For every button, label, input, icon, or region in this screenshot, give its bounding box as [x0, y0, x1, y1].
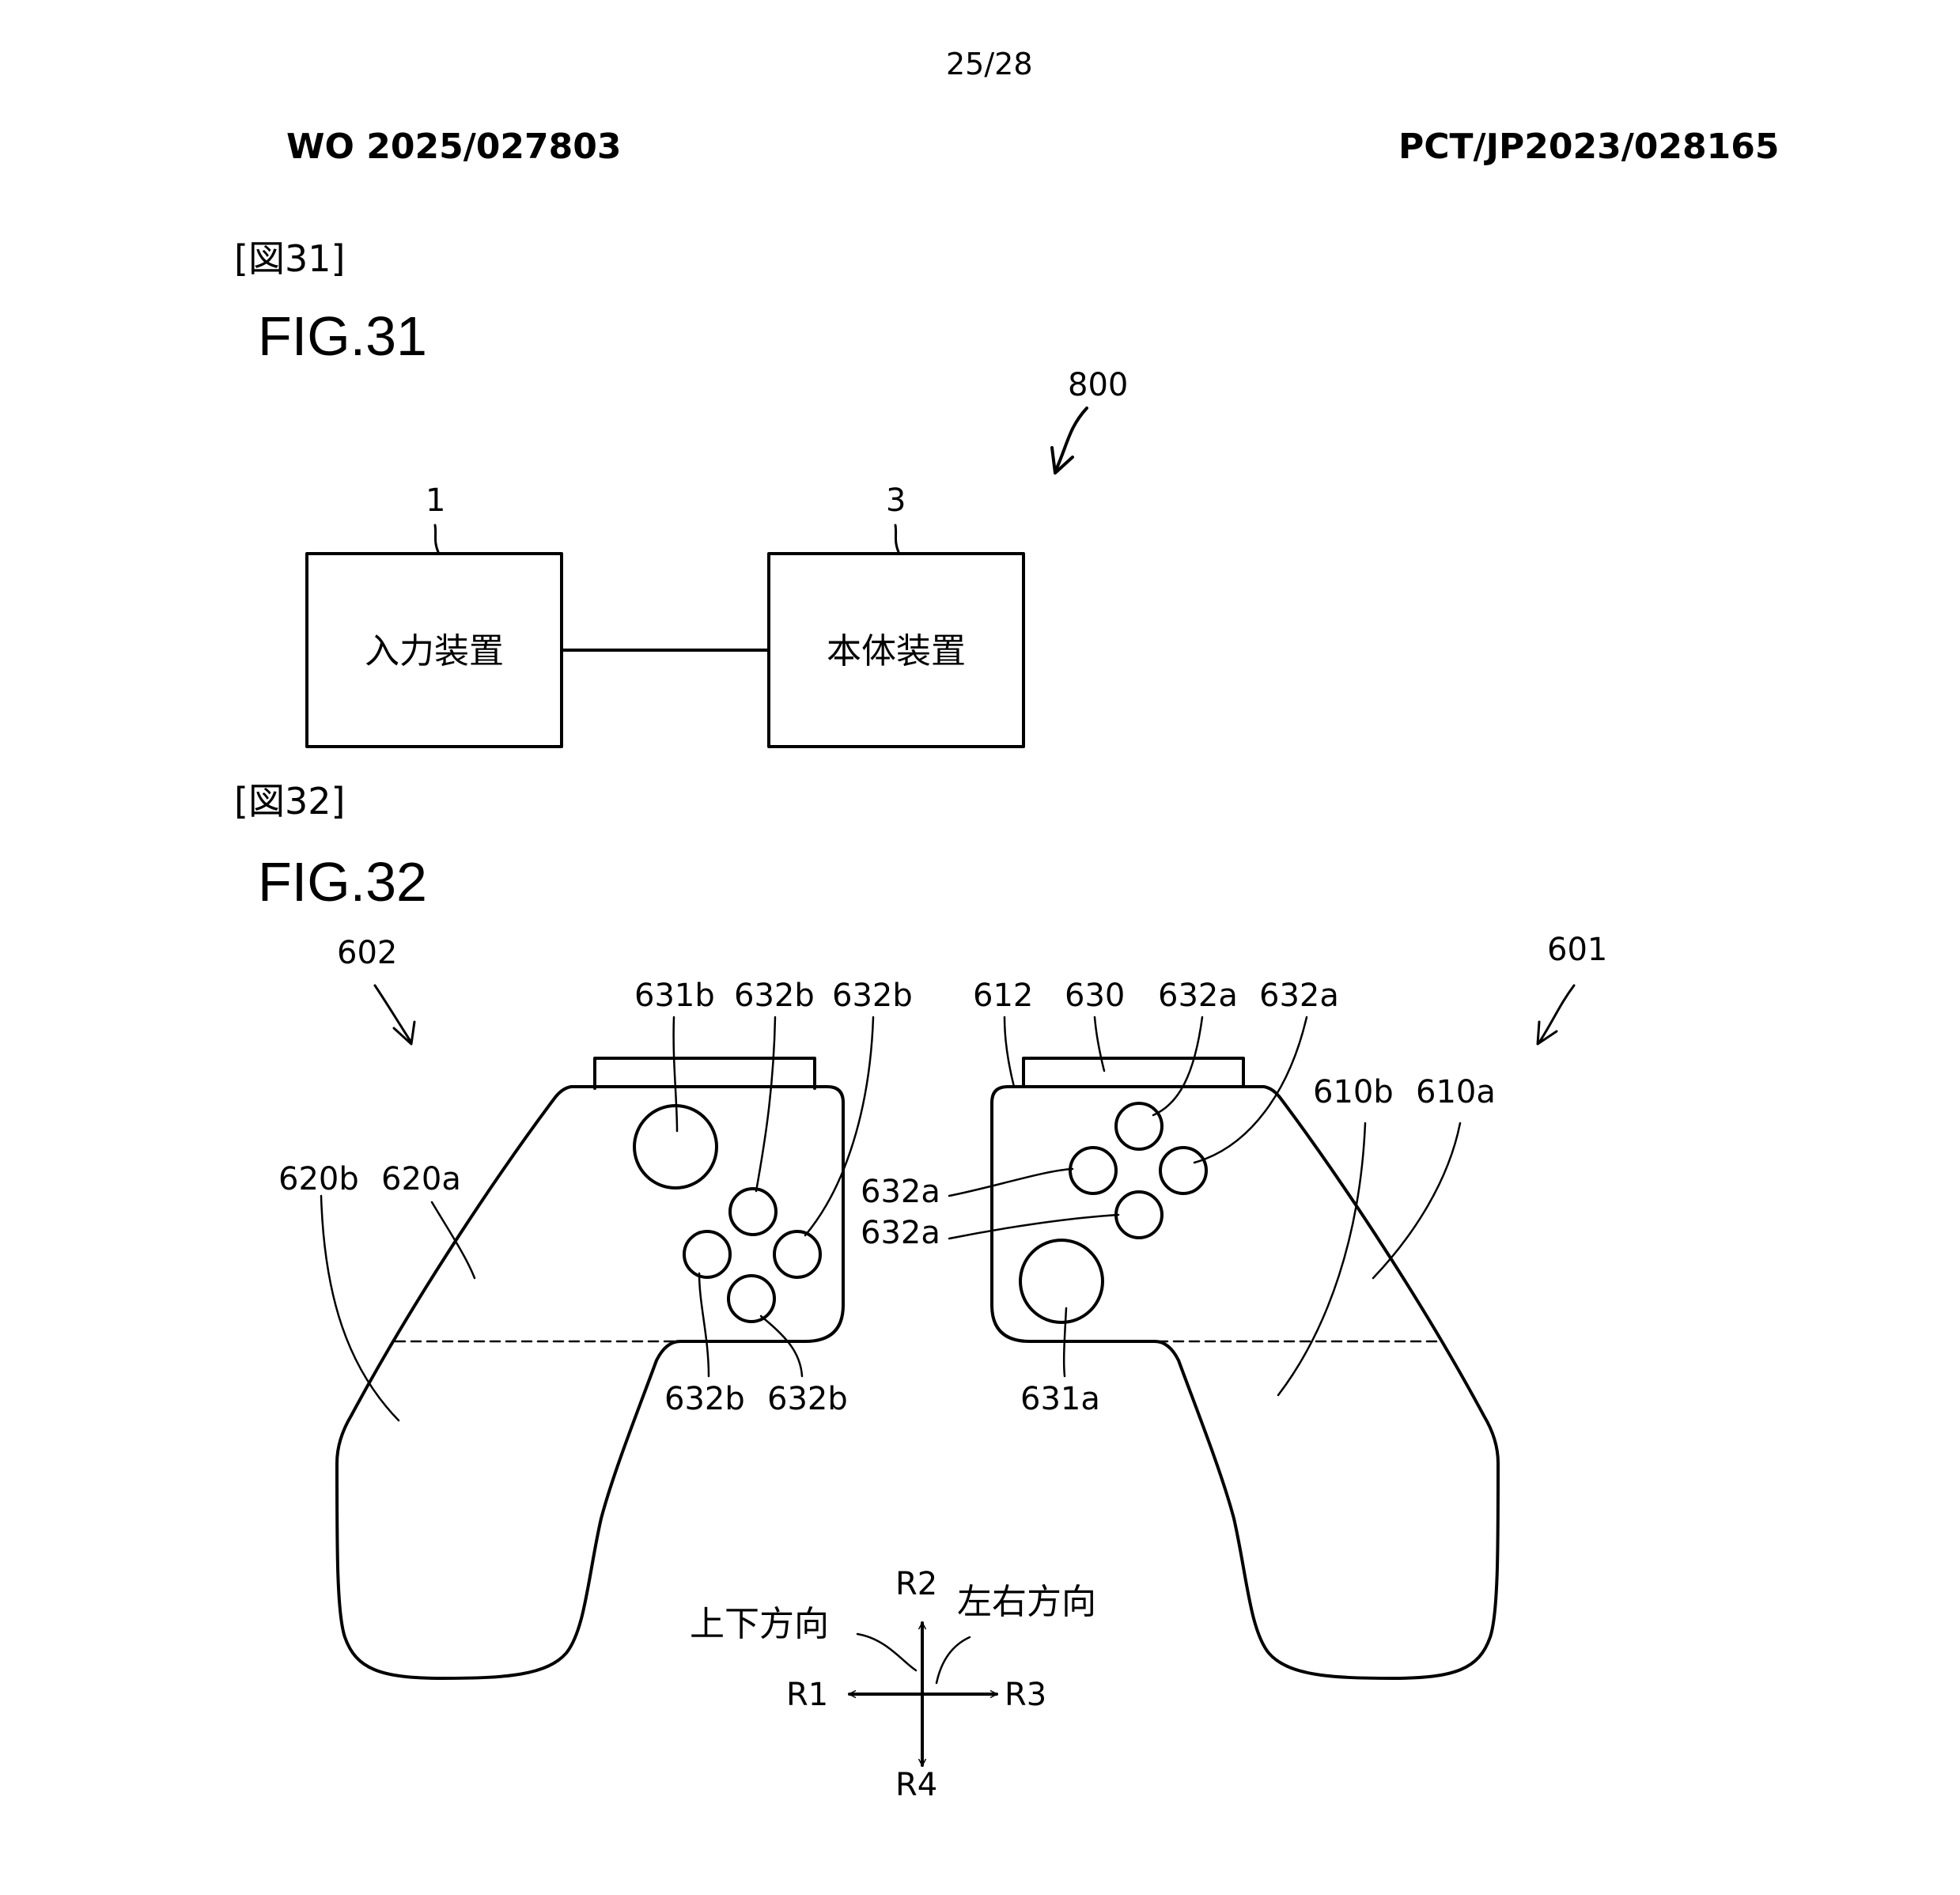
leader-620b [320, 1194, 400, 1422]
label-630: 630 [1065, 978, 1125, 1014]
direction-updown-label: 上下方向 [690, 1604, 829, 1644]
fig32-text: 602 601 631b 632b 632b 620b 620a 632b 63… [278, 932, 1607, 1803]
leader-632b-right [804, 1016, 875, 1237]
label-632a-4: 632a [861, 1215, 940, 1251]
ref-1-label: 1 [426, 482, 445, 519]
leader-632b-br [759, 1314, 804, 1378]
left-button-bottom [727, 1274, 776, 1323]
main-body-label: 本体装置 [827, 631, 966, 671]
fig31-diagram [305, 407, 1088, 748]
fig31-tag: [図31] [234, 237, 346, 280]
leader-630 [1093, 1016, 1106, 1072]
label-632a-3: 632a [861, 1174, 940, 1210]
leader-612 [1003, 1016, 1016, 1088]
left-controller-outline [335, 1085, 845, 1680]
label-632b-3: 632b [664, 1381, 745, 1417]
label-632a-1: 632a [1158, 978, 1238, 1014]
application-number: PCT/JP2023/028165 [1398, 127, 1780, 167]
ref-601-label: 601 [1547, 932, 1607, 968]
ref-1-leader [433, 524, 440, 554]
leader-631b [672, 1016, 679, 1133]
right-rail [1022, 1057, 1245, 1088]
leader-632b-top [755, 1016, 777, 1193]
ref-601-arrowhead [1536, 1020, 1558, 1046]
label-632b-1: 632b [734, 978, 815, 1014]
label-631b: 631b [634, 978, 715, 1014]
leader-620a [430, 1201, 476, 1280]
label-631a: 631a [1020, 1381, 1100, 1417]
left-rail [593, 1057, 816, 1090]
ref-602-arrow [373, 984, 413, 1044]
fig31-title: FIG.31 [258, 305, 427, 367]
right-analog-stick-631a [1019, 1239, 1104, 1324]
right-button-left [1069, 1146, 1118, 1195]
leader-updown [856, 1632, 918, 1672]
label-610b: 610b [1313, 1074, 1394, 1110]
right-button-top [1114, 1102, 1164, 1151]
leader-610a [1372, 1121, 1462, 1280]
leader-632a-bottom [948, 1213, 1120, 1240]
left-controller-602 [335, 1057, 845, 1680]
ref-602-arrowhead [392, 1020, 416, 1046]
ref-800-arrow [1055, 407, 1088, 470]
direction-r1-label: R1 [786, 1677, 828, 1713]
label-620b: 620b [278, 1161, 359, 1197]
label-632b-4: 632b [767, 1381, 848, 1417]
fig32-tag: [図32] [234, 780, 346, 823]
leader-632a-top [1152, 1016, 1204, 1117]
ref-601-arrow [1538, 984, 1576, 1044]
right-controller-601 [990, 1057, 1500, 1680]
leader-632a-left [948, 1167, 1074, 1197]
input-device-label: 入力装置 [365, 631, 504, 671]
left-analog-stick-631b [633, 1104, 718, 1190]
ref-3-leader [894, 524, 900, 554]
label-620a: 620a [381, 1161, 461, 1197]
leader-leftright [935, 1636, 971, 1685]
ref-800-label: 800 [1068, 367, 1128, 403]
left-leader-lines [320, 1016, 875, 1422]
leader-632b-bl [698, 1272, 710, 1378]
label-632b-2: 632b [832, 978, 913, 1014]
publication-number: WO 2025/027803 [286, 127, 622, 167]
direction-leftright-label: 左右方向 [957, 1582, 1096, 1622]
ref-3-label: 3 [886, 482, 906, 519]
right-button-right [1159, 1146, 1208, 1195]
label-610a: 610a [1416, 1074, 1496, 1110]
leader-610b [1277, 1121, 1367, 1397]
right-leader-lines [948, 1016, 1462, 1397]
fig32-title: FIG.32 [258, 851, 427, 913]
ref-602-label: 602 [337, 935, 397, 971]
leader-631a [1062, 1307, 1068, 1378]
leader-632a-right [1193, 1016, 1308, 1164]
page-number: 25/28 [946, 47, 1033, 81]
direction-indicator [848, 1621, 998, 1767]
direction-r2-label: R2 [895, 1566, 937, 1602]
left-button-right [773, 1230, 822, 1279]
fig31-text: 800 1 3 入力装置 本体装置 [365, 367, 1128, 671]
direction-r3-label: R3 [1005, 1677, 1046, 1713]
left-button-top [728, 1187, 778, 1236]
left-button-left [683, 1230, 732, 1279]
right-button-bottom [1114, 1190, 1164, 1239]
right-controller-outline [990, 1085, 1500, 1680]
label-632a-2: 632a [1259, 978, 1339, 1014]
direction-r4-label: R4 [895, 1767, 937, 1803]
label-612: 612 [973, 978, 1033, 1014]
ref-800-arrowhead [1050, 446, 1074, 475]
